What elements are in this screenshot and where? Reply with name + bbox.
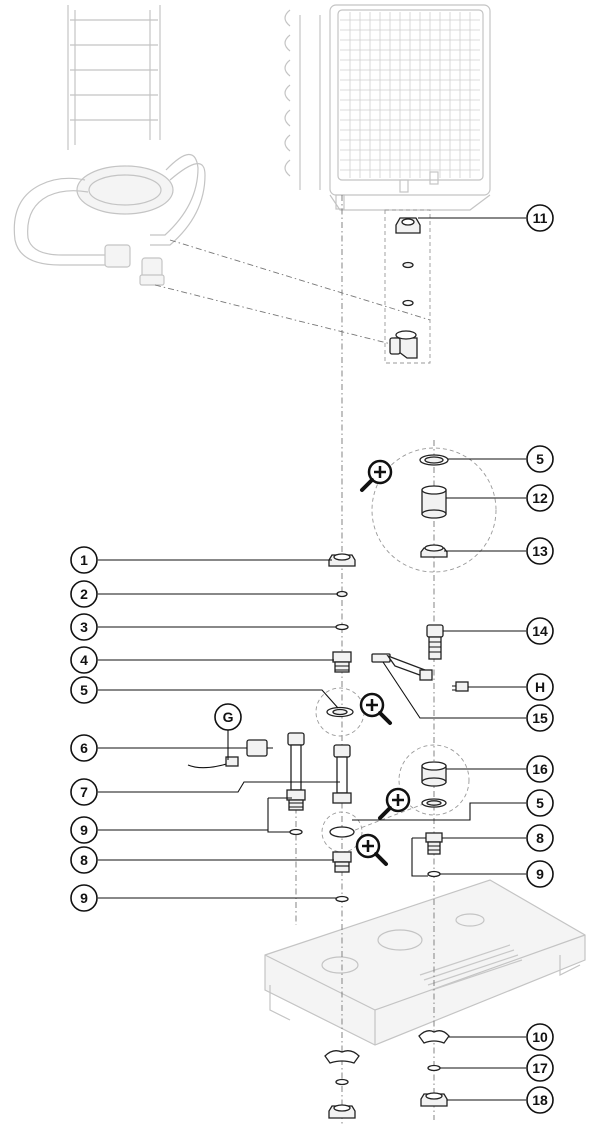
callout-9: 9 (70, 816, 98, 844)
callout-16: 16 (526, 755, 554, 783)
bottom-housing-ghost (264, 879, 586, 1046)
callout-label: 6 (80, 740, 88, 756)
callout-label: 8 (80, 852, 88, 868)
part-6-harness (187, 739, 273, 769)
callout-label: 4 (80, 652, 88, 668)
part-9-seal-right (427, 870, 441, 878)
part-H-clip (452, 681, 469, 692)
part-5-washer-hole (424, 456, 444, 464)
callout-label: 1 (80, 552, 88, 568)
callout-label: 9 (536, 866, 544, 882)
part-4-nipple (332, 651, 352, 673)
zoom-in-icon[interactable] (378, 787, 411, 820)
callout-13: 13 (526, 537, 554, 565)
callout-H: H (526, 673, 554, 701)
callout-label: G (223, 709, 234, 725)
callout-3: 3 (70, 613, 98, 641)
callout-2: 2 (70, 580, 98, 608)
heat-exchanger-ghost (284, 4, 491, 211)
zoom-in-icon[interactable] (355, 833, 388, 866)
part-5-washer-lower (329, 826, 355, 838)
callout-G: G (214, 703, 242, 731)
callout-8: 8 (70, 846, 98, 874)
callout-label: 7 (80, 784, 88, 800)
part-3-seal (335, 623, 349, 631)
callout-label: 14 (532, 623, 548, 639)
part-17-seal-left (335, 1078, 349, 1086)
callout-label: 5 (536, 795, 544, 811)
part-18-nut-left (328, 1104, 356, 1119)
part-11-fitting (389, 217, 421, 359)
part-15-sensor (371, 653, 433, 681)
zoom-in-icon[interactable] (359, 692, 392, 725)
callout-label: 10 (532, 1029, 548, 1045)
callout-label: 5 (536, 451, 544, 467)
callout-label: 2 (80, 586, 88, 602)
zoom-in-icon[interactable] (360, 459, 393, 492)
callout-label: 15 (532, 710, 548, 726)
callout-18: 18 (526, 1086, 554, 1114)
callout-label: 16 (532, 761, 548, 777)
callout-label: 9 (80, 890, 88, 906)
callout-label: 17 (532, 1060, 548, 1076)
part-8-nipple-center (332, 851, 352, 873)
part-10-gasket-left (324, 1050, 360, 1064)
part-7-pipe-center (332, 744, 352, 804)
callout-label: 3 (80, 619, 88, 635)
detail-circle-16 (398, 744, 470, 816)
part-10-gasket (418, 1030, 450, 1044)
leader-lines (98, 217, 526, 1101)
part-13-nut (420, 544, 448, 558)
part-18-nut (420, 1092, 448, 1107)
part-9-seal-left (289, 828, 303, 836)
callout-1: 1 (70, 546, 98, 574)
callout-8-right: 8 (526, 824, 554, 852)
callout-label: 9 (80, 822, 88, 838)
part-8-nipple-right (425, 832, 443, 855)
callout-5-left: 5 (70, 676, 98, 704)
callout-6: 6 (70, 734, 98, 762)
fitting-group-box (384, 209, 431, 364)
callout-5: 5 (526, 445, 554, 473)
part-5-washer-center-hole (332, 708, 348, 716)
callout-label: 5 (80, 682, 88, 698)
callout-10: 10 (526, 1023, 554, 1051)
callout-11: 11 (526, 204, 554, 232)
callout-4: 4 (70, 646, 98, 674)
callout-label: 18 (532, 1092, 548, 1108)
callout-14: 14 (526, 617, 554, 645)
callout-7: 7 (70, 778, 98, 806)
part-7-pipe-left (286, 732, 306, 811)
callout-5-right: 5 (526, 789, 554, 817)
callout-label: 13 (532, 543, 548, 559)
detail-circle-12 (371, 447, 497, 573)
callout-label: 11 (533, 210, 548, 226)
part-16-sleeve (421, 761, 447, 787)
callout-label: 8 (536, 830, 544, 846)
callout-9-lower: 9 (70, 884, 98, 912)
part-1-nut (328, 553, 356, 567)
part-2-ring (336, 590, 348, 598)
callout-12: 12 (526, 484, 554, 512)
part-17-seal (427, 1064, 441, 1072)
part-12-sleeve (421, 485, 447, 519)
callout-label: H (535, 679, 545, 695)
part-14-connector (426, 624, 444, 660)
part-5-washer-right-hole (426, 800, 442, 806)
callout-17: 17 (526, 1054, 554, 1082)
part-9-seal-center (335, 895, 349, 903)
callout-15: 15 (526, 704, 554, 732)
callout-label: 12 (532, 490, 548, 506)
burner-hose-ghost (13, 5, 206, 286)
callout-9-right: 9 (526, 860, 554, 888)
